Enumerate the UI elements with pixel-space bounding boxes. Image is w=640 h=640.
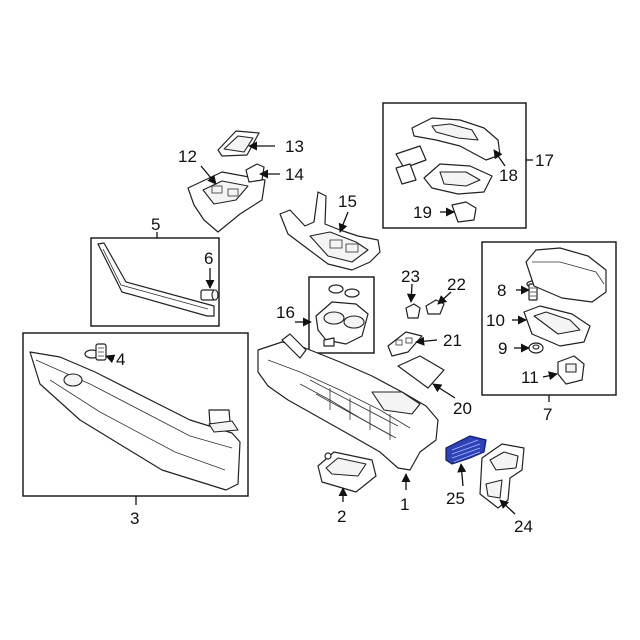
callout-19: 19 xyxy=(413,203,432,222)
callout-9: 9 xyxy=(498,339,507,358)
part-20-mat[interactable] xyxy=(397,355,445,389)
part-1-console-body[interactable] xyxy=(257,333,439,471)
callout-1: 1 xyxy=(400,495,409,514)
part-6-clip[interactable] xyxy=(200,289,219,301)
callout-17: 17 xyxy=(535,151,554,170)
part-9-grommet[interactable] xyxy=(528,342,544,354)
part-14-switch[interactable] xyxy=(245,163,265,183)
callout-15: 15 xyxy=(338,192,357,211)
callout-21: 21 xyxy=(443,331,462,350)
callout-10: 10 xyxy=(486,311,505,330)
callout-24: 24 xyxy=(514,517,533,536)
callout-20: 20 xyxy=(453,399,472,418)
part-25-vent-grille[interactable] xyxy=(445,435,487,465)
callout-14: 14 xyxy=(285,165,304,184)
part-armrest-lid[interactable] xyxy=(525,247,607,303)
callout-4: 4 xyxy=(116,350,125,369)
callout-11: 11 xyxy=(521,368,539,387)
part-5-trim-strip[interactable] xyxy=(97,242,215,317)
part-10-bin[interactable] xyxy=(523,305,591,347)
part-4-screw[interactable] xyxy=(84,343,107,361)
part-12-bezel[interactable] xyxy=(187,171,266,233)
part-11-latch[interactable] xyxy=(557,355,585,385)
part-24-rear-bezel[interactable] xyxy=(479,443,525,509)
part-16-cup-holder[interactable] xyxy=(315,284,369,347)
callout-7: 7 xyxy=(543,405,552,424)
callout-22: 22 xyxy=(447,275,466,294)
group-box-16 xyxy=(308,276,375,354)
part-15-top-frame[interactable] xyxy=(279,191,381,271)
callout-18: 18 xyxy=(499,166,518,185)
callout-6: 6 xyxy=(204,249,213,268)
callout-12: 12 xyxy=(178,147,197,166)
callout-8: 8 xyxy=(497,281,506,300)
callout-13: 13 xyxy=(285,137,304,156)
part-19-clip[interactable] xyxy=(451,201,477,223)
callout-5: 5 xyxy=(151,215,160,234)
group-box-17 xyxy=(382,102,527,229)
leader-lines xyxy=(105,141,558,515)
callout-25: 25 xyxy=(446,489,465,508)
part-18-trim-panel[interactable] xyxy=(395,117,501,195)
callout-16: 16 xyxy=(276,303,295,322)
part-2-tray-insert[interactable] xyxy=(317,451,377,493)
callout-23: 23 xyxy=(401,267,420,286)
part-3-side-panel[interactable] xyxy=(29,351,241,491)
group-box-5 xyxy=(90,237,220,327)
callout-2: 2 xyxy=(337,507,346,526)
part-13-tray-mat[interactable] xyxy=(217,130,260,157)
callout-labels: 1 2 3 4 5 6 7 8 9 10 11 12 13 14 15 16 1… xyxy=(116,137,554,536)
part-21-switch-panel[interactable] xyxy=(387,331,423,357)
callout-3: 3 xyxy=(130,509,139,528)
part-23-clip[interactable] xyxy=(405,303,421,319)
part-22-switch[interactable] xyxy=(425,299,445,315)
